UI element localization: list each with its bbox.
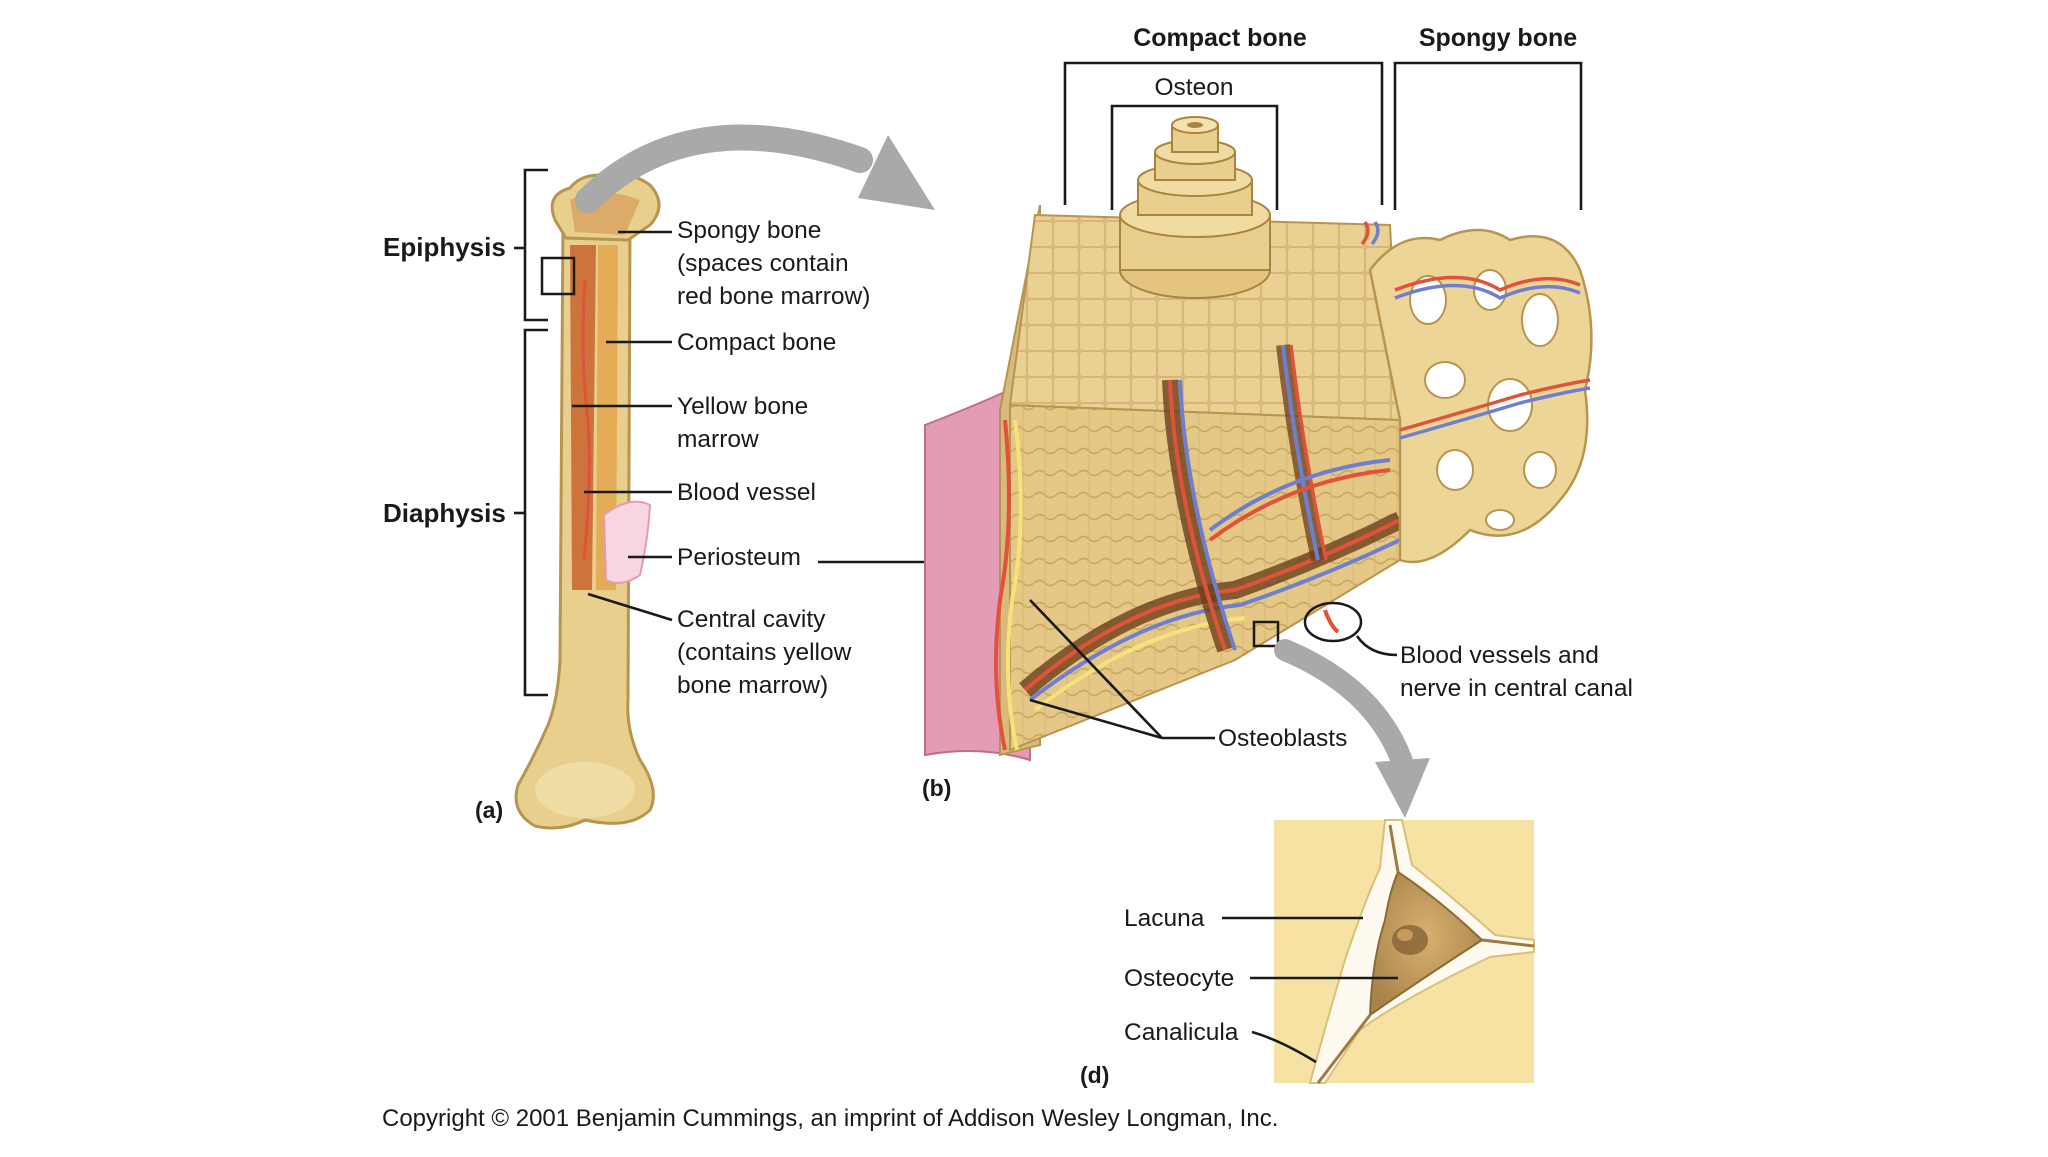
osteocyte-label: Osteocyte [1124,965,1234,992]
svg-text:Blood vessels and: Blood vessels and [1400,642,1599,669]
zoom-arrow-a-to-b [575,124,873,213]
copyright-text: Copyright © 2001 Benjamin Cummings, an i… [382,1105,1278,1132]
spongy-bone-lattice-illustration [1360,220,1593,564]
svg-text:(contains yellow: (contains yellow [677,639,852,666]
compact-bone-label-a: Compact bone [677,329,836,356]
osteoblasts-label: Osteoblasts [1218,725,1347,752]
central-cavity-label: Central cavity (contains yellow bone mar… [677,606,852,699]
canalicula-label: Canalicula [1124,1019,1239,1046]
panel-d-label: (d) [1080,1062,1109,1088]
epiphysis-bracket [523,168,548,322]
lacuna-label: Lacuna [1124,905,1205,932]
spongy-bone-header: Spongy bone [1419,24,1577,52]
spongy-bone-bracket [1393,61,1583,210]
vessels-nerve-label: Blood vessels and nerve in central canal [1400,642,1633,702]
leader-osteoblasts-1 [1029,599,1163,739]
diaphysis-label: Diaphysis [383,498,506,528]
compact-bone-header: Compact bone [1133,24,1307,52]
diaphysis-bracket [523,328,548,697]
osteon-bracket [1110,104,1279,210]
leader-vessels-nerve [1355,635,1398,657]
leader-central-cavity [587,592,673,622]
osteocyte-illustration [1274,819,1535,1084]
epiphysis-label: Epiphysis [383,232,506,262]
zoom-arrow-a-to-b-head [858,135,935,210]
zoom-arrow-b-to-d [1274,639,1416,781]
svg-text:Spongy bone: Spongy bone [677,217,821,244]
compact-bone-bracket [1063,61,1384,205]
zoom-box-epiphysis [540,256,576,296]
osteon-label: Osteon [1155,74,1234,101]
svg-text:(spaces contain: (spaces contain [677,250,849,277]
central-canal-highlight [1303,601,1363,643]
panel-a-label: (a) [475,797,503,823]
zoom-box-lacuna [1252,620,1280,648]
yellow-marrow-label: Yellow bone marrow [677,393,808,453]
zoom-arrow-b-to-d-head [1375,758,1430,818]
leader-canalicula [1251,1030,1317,1064]
panel-b-label: (b) [922,775,951,801]
long-bone-illustration [514,172,661,830]
svg-text:red bone marrow): red bone marrow) [677,283,870,310]
svg-text:marrow: marrow [677,426,759,453]
periosteum-label: Periosteum [677,544,801,571]
svg-text:bone marrow): bone marrow) [677,672,828,699]
svg-text:Central cavity: Central cavity [677,606,826,633]
svg-text:Yellow bone: Yellow bone [677,393,808,420]
blood-vessel-label: Blood vessel [677,479,816,506]
compact-bone-block-illustration [924,116,1405,762]
spongy-bone-label-a: Spongy bone (spaces contain red bone mar… [677,217,870,310]
leader-osteoblasts-2 [1029,698,1163,740]
svg-text:nerve in central canal: nerve in central canal [1400,675,1633,702]
